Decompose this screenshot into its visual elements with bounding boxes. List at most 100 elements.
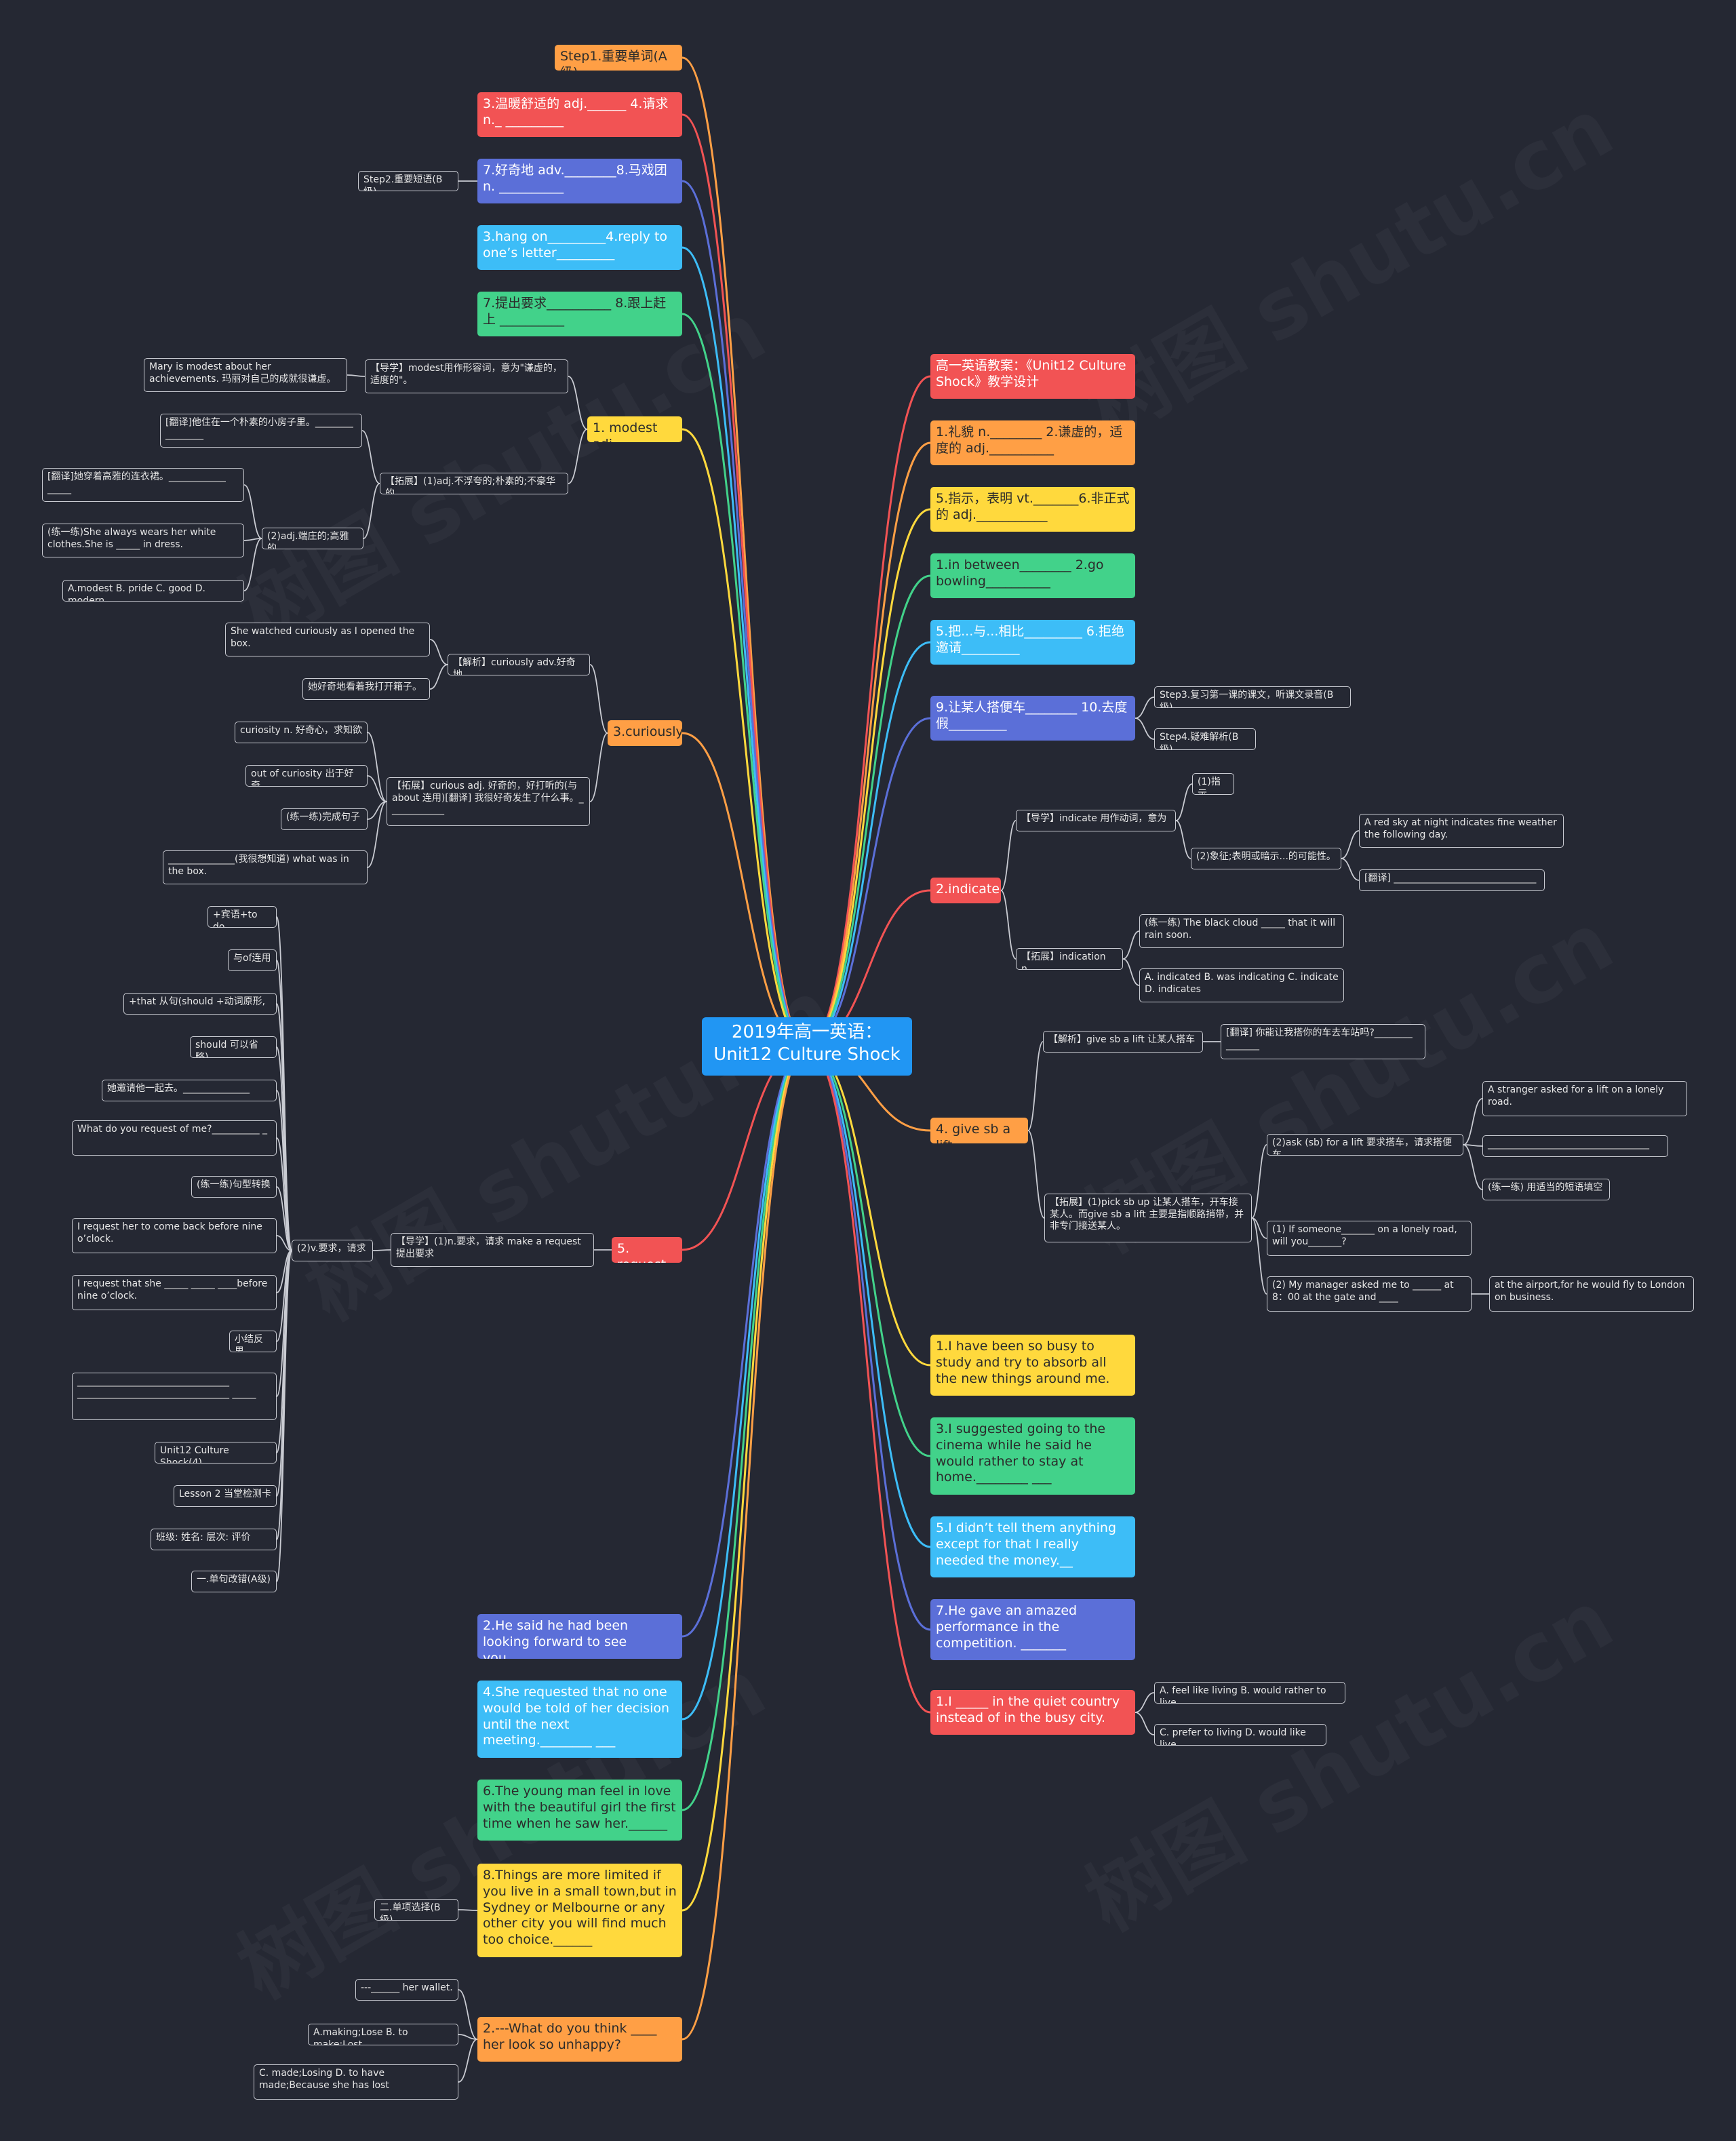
node-l3[interactable]: 7.好奇地 adv.________8.马戏团 n. __________	[477, 159, 682, 203]
node-l8a1d[interactable]: should 可以省略)	[190, 1036, 277, 1058]
node-r10[interactable]: 3.I suggested going to the cinema while …	[930, 1417, 1135, 1495]
node-l7b3[interactable]: (练一练)完成句子	[281, 808, 368, 830]
node-l8a1[interactable]: (2)v.要求，请求	[292, 1240, 373, 1261]
connector-r2	[806, 441, 931, 1048]
node-r13[interactable]: 1.I _____ in the quiet country instead o…	[930, 1690, 1135, 1735]
node-r7a1[interactable]: (1)指示	[1192, 773, 1234, 795]
node-r8b3a[interactable]: at the airport,for he would fly to Londo…	[1489, 1276, 1694, 1312]
node-l8a1j[interactable]: 小结反思	[229, 1331, 277, 1352]
node-l9[interactable]: 2.He said he had been looking forward to…	[477, 1614, 682, 1659]
node-l8a1n[interactable]: 班级: 姓名: 层次: 评价	[151, 1529, 277, 1550]
node-r8b1a[interactable]: A stranger asked for a lift on a lonely …	[1482, 1081, 1687, 1116]
node-l8[interactable]: 5. request	[612, 1237, 682, 1263]
node-r8b[interactable]: 【拓展】(1)pick sb up 让某人搭车，开车接某人。而give sb a…	[1044, 1194, 1252, 1242]
connector-l6b2b	[243, 538, 262, 541]
connector-l7b4	[367, 801, 387, 868]
node-l6b2b[interactable]: (练一练)She always wears her white clothes.…	[42, 524, 244, 557]
node-r7b1[interactable]: (练一练) The black cloud _____ that it will…	[1139, 914, 1344, 948]
node-l7b4[interactable]: ______________(我很想知道) what was in the bo…	[163, 850, 368, 884]
node-r8[interactable]: 4. give sb a lift	[930, 1118, 1028, 1143]
node-r7a2[interactable]: (2)象征;表明或暗示...的可能性。	[1191, 848, 1341, 869]
node-r6a[interactable]: Step3.复习第一课的课文，听课文录音(B级)	[1154, 686, 1351, 708]
connector-l8a1h	[276, 1235, 292, 1251]
node-l6b[interactable]: 【拓展】(1)adj.不浮夸的;朴素的;不豪华的	[380, 473, 568, 494]
node-r4[interactable]: 1.in between________ 2.go bowling_______…	[930, 553, 1135, 598]
connector-r13	[806, 1045, 931, 1714]
node-l8a1k[interactable]: ________________________________ _______…	[72, 1373, 277, 1420]
connector-l1	[682, 56, 808, 1048]
node-r7a2a[interactable]: A red sky at night indicates fine weathe…	[1359, 814, 1564, 848]
node-r7a2b[interactable]: [翻译] ______________________________	[1359, 869, 1545, 891]
node-l7b[interactable]: 【拓展】curious adj. 好奇的，好打听的(与 about 连用)[翻译…	[387, 777, 590, 826]
node-l7a[interactable]: 【解析】curiously adv.好奇地	[448, 654, 590, 675]
node-l8a1a[interactable]: +宾语+to do	[208, 906, 277, 928]
node-r8b1b[interactable]: __________________________________	[1482, 1135, 1668, 1157]
node-l8a1c[interactable]: +that 从句(should +动词原形,	[123, 993, 277, 1015]
node-l7b1[interactable]: curiosity n. 好奇心，求知欲	[235, 722, 368, 743]
node-l6b2c[interactable]: A.modest B. pride C. good D. modern	[62, 580, 244, 602]
connector-r6a	[1135, 696, 1155, 719]
node-r8b1[interactable]: (2)ask (sb) for a lift 要求搭车，请求搭便车	[1267, 1134, 1463, 1156]
node-r6b[interactable]: Step4.疑难解析(B级)	[1154, 728, 1256, 750]
node-r7b2[interactable]: A. indicated B. was indicating C. indica…	[1139, 968, 1344, 1002]
node-l8a1i[interactable]: I request that she _____ _____ ____befor…	[72, 1275, 277, 1310]
node-r8a[interactable]: 【解析】give sb a lift 让某人搭车	[1043, 1031, 1203, 1053]
node-l8a1g[interactable]: (练一练)句型转换	[191, 1176, 277, 1198]
connector-l10	[682, 1045, 808, 1721]
node-l8a1f[interactable]: What do you request of me?__________ _	[72, 1120, 277, 1156]
node-l10[interactable]: 4.She requested that no one would be tol…	[477, 1681, 682, 1758]
node-r6[interactable]: 9.让某人搭便车________ 10.去度假_________	[930, 696, 1135, 741]
node-r3[interactable]: 5.指示，表明 vt._______6.非正式的 adj.___________	[930, 487, 1135, 532]
node-l13[interactable]: 2.---What do you think ____ her look so …	[477, 2017, 682, 2062]
node-l7a1[interactable]: She watched curiously as I opened the bo…	[225, 623, 430, 656]
node-l6b1[interactable]: [翻译]他住在一个朴素的小房子里。________ ________	[160, 414, 362, 448]
node-l13b[interactable]: A.making;Lose B. to make;Lost	[308, 2024, 458, 2045]
node-l8a1l[interactable]: Unit12 Culture Shock(4)	[155, 1442, 277, 1464]
node-r13b[interactable]: C. prefer to living D. would like live	[1154, 1724, 1326, 1746]
node-l8a1m[interactable]: Lesson 2 当堂检测卡	[174, 1485, 277, 1507]
node-l6a[interactable]: 【导学】modest用作形容词，意为"谦虚的，适度的"。	[365, 359, 568, 393]
node-l8a1o[interactable]: 一.单句改错(A级)	[191, 1571, 277, 1592]
node-l5[interactable]: 7.提出要求__________ 8.跟上赶上 __________	[477, 292, 682, 336]
node-r9[interactable]: 1.I have been so busy to study and try t…	[930, 1335, 1135, 1396]
node-r7[interactable]: 2.indicate	[930, 878, 1001, 903]
node-r8b3[interactable]: (2) My manager asked me to ______ at 8：0…	[1267, 1276, 1472, 1312]
node-l6a1[interactable]: Mary is modest about her achievements. 玛…	[144, 358, 347, 392]
node-l8a1e[interactable]: 她邀请他一起去。______________	[102, 1080, 277, 1101]
node-r8a1[interactable]: [翻译] 你能让我搭你的车去车站吗?________ _______	[1221, 1024, 1425, 1059]
node-r5[interactable]: 5.把...与...相比_________ 6.拒绝邀请_________	[930, 620, 1135, 665]
node-r12[interactable]: 7.He gave an amazed performance in the c…	[930, 1599, 1135, 1660]
node-r1[interactable]: 高一英语教案：《Unit12 Culture Shock》教学设计	[930, 354, 1135, 399]
node-r13a[interactable]: A. feel like living B. would rather to l…	[1154, 1682, 1345, 1704]
node-l12[interactable]: 8.Things are more limited if you live in…	[477, 1864, 682, 1957]
node-l7a2[interactable]: 她好奇地看着我打开箱子。	[302, 678, 430, 700]
node-l12a[interactable]: 二.单项选择(B级)	[374, 1899, 458, 1921]
node-l8a1h[interactable]: I request her to come back before nine o…	[72, 1218, 277, 1253]
connector-r7a	[1000, 820, 1017, 891]
node-l2[interactable]: 3.温暖舒适的 adj.______ 4.请求 n._ _________	[477, 92, 682, 137]
connector-r7b1	[1122, 930, 1140, 960]
root-topic[interactable]: 2019年高一英语：Unit12 Culture Shock	[702, 1017, 912, 1076]
node-l3a[interactable]: Step2.重要短语(B级)	[358, 171, 458, 191]
node-r7b[interactable]: 【拓展】indication n.	[1016, 948, 1123, 970]
node-l6[interactable]: 1. modest adj.	[587, 416, 682, 442]
node-l6b2a[interactable]: [翻译]她穿着高雅的连衣裙。____________ _____	[42, 468, 244, 502]
node-r8b1c[interactable]: (练一练) 用适当的短语填空	[1482, 1179, 1610, 1200]
node-l11[interactable]: 6.The young man feel in love with the be…	[477, 1780, 682, 1841]
node-l6b2[interactable]: (2)adj.端庄的;高雅的	[262, 528, 363, 549]
connector-l6a1	[347, 374, 366, 377]
node-l7[interactable]: 3.curiously	[608, 720, 682, 746]
connector-l7a1	[429, 639, 448, 665]
node-r2[interactable]: 1.礼貌 n.________ 2.谦虚的，适度的 adj.__________	[930, 420, 1135, 465]
node-r11[interactable]: 5.I didn’t tell them anything except for…	[930, 1516, 1135, 1577]
node-l8a1b[interactable]: 与of连用	[228, 949, 277, 971]
node-r8b2[interactable]: (1) If someone_______ on a lonely road, …	[1267, 1221, 1472, 1256]
connector-r8b3	[1251, 1217, 1267, 1295]
node-l8a[interactable]: 【导学】(1)n.要求，请求 make a request 提出要求	[391, 1233, 594, 1267]
node-l1[interactable]: Step1.重要单词(A级)	[555, 45, 682, 71]
node-l4[interactable]: 3.hang on_________4.reply to one’s lette…	[477, 225, 682, 270]
node-l13c[interactable]: C. made;Losing D. to have made;Because s…	[254, 2064, 458, 2100]
node-l13a[interactable]: ---______ her wallet.	[355, 1979, 458, 2001]
node-r7a[interactable]: 【导学】indicate 用作动词，意为	[1016, 810, 1176, 831]
node-l7b2[interactable]: out of curiosity 出于好奇	[245, 765, 368, 787]
